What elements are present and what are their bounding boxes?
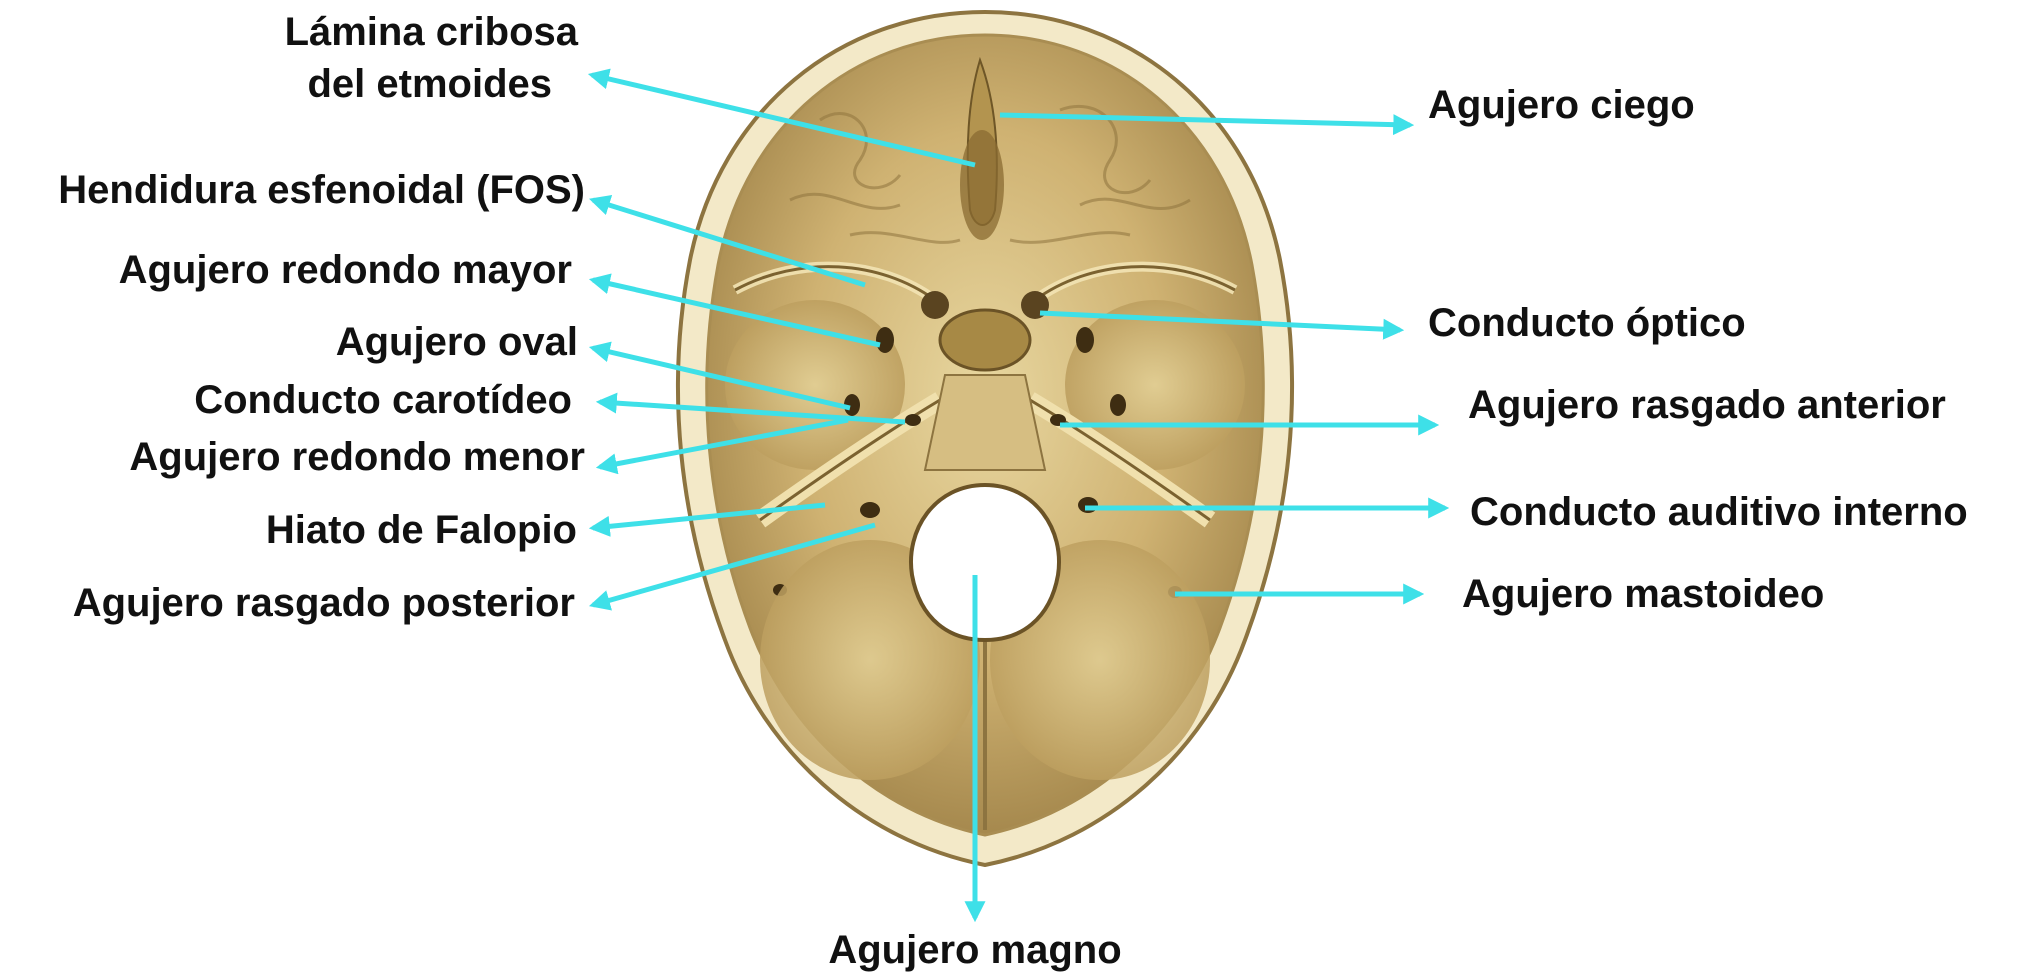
skull-illustration: [678, 12, 1292, 865]
foramen-magnum: [911, 485, 1059, 640]
label-agujero-mastoideo: Agujero mastoideo: [1462, 572, 1824, 616]
labels-right: Agujero ciego Conducto óptico Agujero ra…: [1428, 83, 1968, 616]
label-conducto-carotideo: Conducto carotídeo: [194, 378, 572, 422]
label-agujero-redondo-mayor: Agujero redondo mayor: [119, 248, 572, 292]
clivus: [925, 375, 1045, 470]
labels-left: Lámina cribosa del etmoides Hendidura es…: [58, 10, 585, 625]
label-hiato-de-falopio: Hiato de Falopio: [266, 508, 577, 552]
sella-turcica: [940, 310, 1030, 370]
label-agujero-redondo-menor: Agujero redondo menor: [129, 435, 585, 479]
label-agujero-ciego: Agujero ciego: [1428, 83, 1695, 127]
label-agujero-oval: Agujero oval: [336, 320, 578, 364]
label-lamina-cribosa-line2: del etmoides: [307, 62, 552, 106]
label-agujero-rasgado-posterior: Agujero rasgado posterior: [73, 581, 575, 625]
label-agujero-magno: Agujero magno: [828, 928, 1121, 972]
label-lamina-cribosa-line1: Lámina cribosa: [285, 10, 579, 54]
label-hendidura-esfenoidal: Hendidura esfenoidal (FOS): [58, 168, 585, 212]
cribriform-plate: [960, 130, 1004, 240]
label-conducto-optico: Conducto óptico: [1428, 301, 1746, 345]
label-agujero-rasgado-anterior: Agujero rasgado anterior: [1468, 383, 1946, 427]
optic-canal-left: [921, 291, 949, 319]
label-conducto-auditivo-interno: Conducto auditivo interno: [1470, 490, 1968, 534]
